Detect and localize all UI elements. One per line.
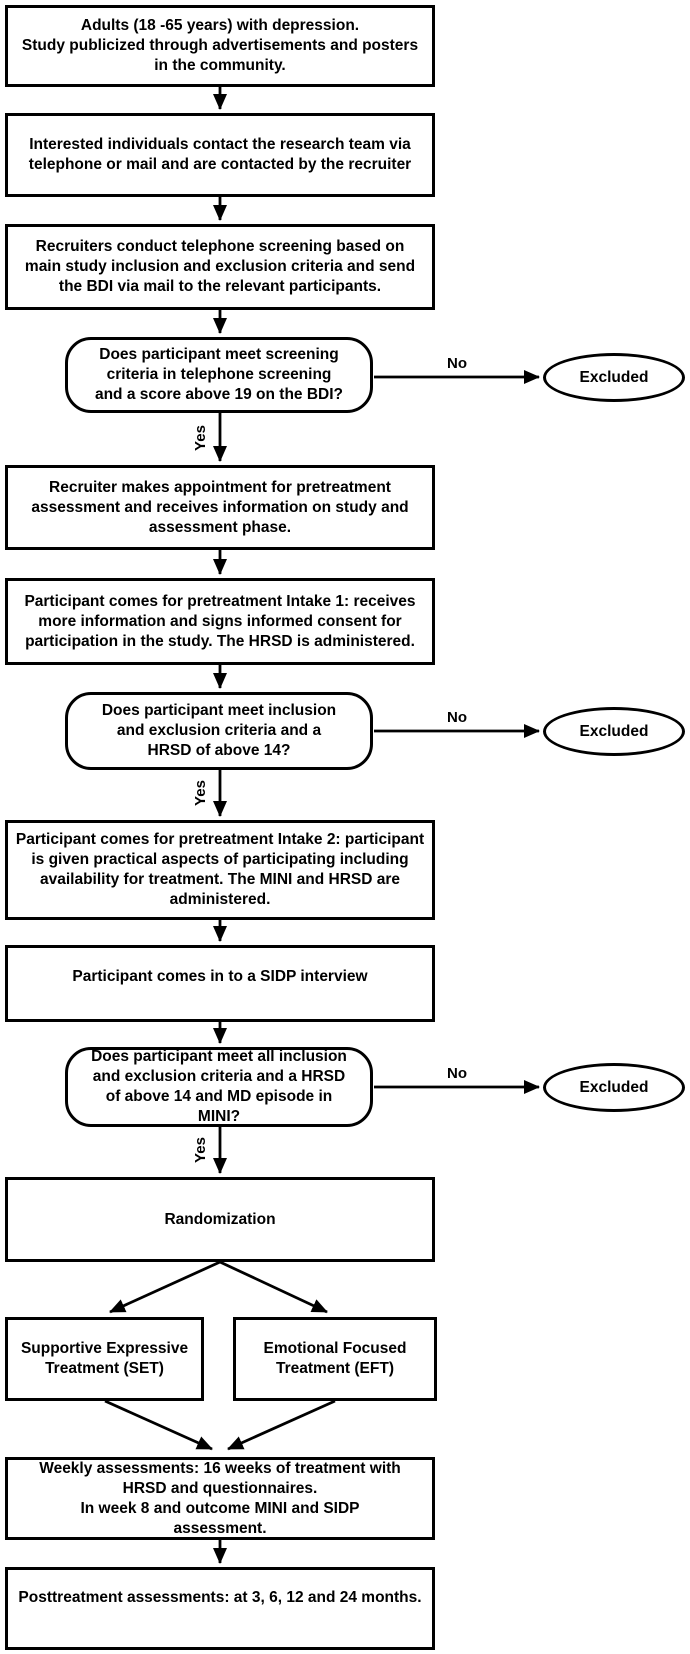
yes-label-1: Yes xyxy=(191,425,209,451)
node-weekly-assessments-line2: In week 8 and outcome MINI and SIDP asse… xyxy=(80,1499,360,1537)
no-label-1: No xyxy=(447,354,467,372)
node-intake2: Participant comes for pretreatment Intak… xyxy=(5,820,435,920)
node-posttreatment-assessments-text: Posttreatment assessments: at 3, 6, 12 a… xyxy=(18,1588,422,1606)
node-intake1-text: Participant comes for pretreatment Intak… xyxy=(24,592,416,650)
node-intake2-text: Participant comes for pretreatment Intak… xyxy=(15,831,425,908)
node-appointment-text: Recruiter makes appointment for pretreat… xyxy=(31,478,409,536)
node-set-treatment: Supportive Expressive Treatment (SET) xyxy=(5,1317,204,1401)
node-recruitment: Adults (18 -65 years) with depression. S… xyxy=(5,5,435,87)
node-posttreatment-assessments: Posttreatment assessments: at 3, 6, 12 a… xyxy=(5,1567,435,1650)
node-weekly-assessments-line1: Weekly assessments: 16 weeks of treatmen… xyxy=(39,1459,401,1497)
node-sidp-interview: Participant comes in to a SIDP interview xyxy=(5,945,435,1022)
node-sidp-interview-text: Participant comes in to a SIDP interview xyxy=(72,967,368,985)
node-excluded-3: Excluded xyxy=(543,1063,685,1112)
node-intake1: Participant comes for pretreatment Intak… xyxy=(5,578,435,665)
node-excluded-1-text: Excluded xyxy=(579,368,649,386)
node-excluded-2-text: Excluded xyxy=(579,722,649,740)
node-eft-treatment-text: Emotional Focused Treatment (EFT) xyxy=(263,1340,407,1377)
arrow-set-to-weekly xyxy=(104,1399,213,1451)
node-contact: Interested individuals contact the resea… xyxy=(5,113,435,197)
node-telephone-screening: Recruiters conduct telephone screening b… xyxy=(5,224,435,310)
arrow-randomization-to-set xyxy=(109,1260,221,1314)
no-label-3: No xyxy=(447,1064,467,1082)
node-eft-treatment: Emotional Focused Treatment (EFT) xyxy=(233,1317,437,1401)
node-recruitment-line2: Study publicized through advertisements … xyxy=(21,37,419,74)
decision-final-criteria: Does participant meet all inclusion and … xyxy=(65,1047,373,1127)
node-excluded-1: Excluded xyxy=(543,353,685,402)
node-excluded-3-text: Excluded xyxy=(579,1078,649,1096)
node-set-treatment-text: Supportive Expressive Treatment (SET) xyxy=(20,1340,189,1377)
node-appointment: Recruiter makes appointment for pretreat… xyxy=(5,465,435,550)
node-contact-text: Interested individuals contact the resea… xyxy=(28,136,412,173)
no-label-2: No xyxy=(447,708,467,726)
node-randomization-text: Randomization xyxy=(164,1210,276,1228)
node-telephone-screening-text: Recruiters conduct telephone screening b… xyxy=(24,238,416,295)
decision-screening-criteria-text: Does participant meet screening criteria… xyxy=(94,346,344,403)
decision-screening-criteria: Does participant meet screening criteria… xyxy=(65,337,373,413)
arrow-eft-to-weekly xyxy=(227,1399,336,1451)
yes-label-2: Yes xyxy=(191,780,209,806)
decision-final-criteria-text: Does participant meet all inclusion and … xyxy=(91,1048,347,1125)
yes-label-3: Yes xyxy=(191,1137,209,1163)
decision-inclusion-criteria-text: Does participant meet inclusion and excl… xyxy=(101,702,337,759)
decision-inclusion-criteria: Does participant meet inclusion and excl… xyxy=(65,692,373,770)
node-randomization: Randomization xyxy=(5,1177,435,1262)
node-weekly-assessments: Weekly assessments: 16 weeks of treatmen… xyxy=(5,1457,435,1540)
node-recruitment-line1: Adults (18 -65 years) with depression. xyxy=(80,17,360,34)
node-excluded-2: Excluded xyxy=(543,707,685,756)
arrow-randomization-to-eft xyxy=(219,1260,328,1314)
